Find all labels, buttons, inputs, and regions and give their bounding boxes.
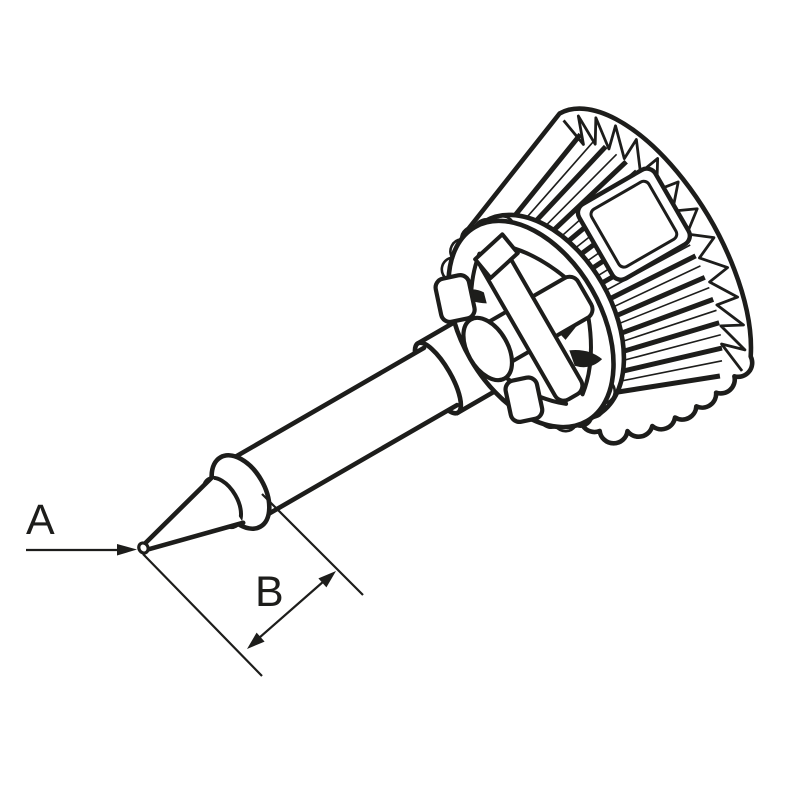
bayonet-wing-lower xyxy=(503,375,545,424)
sleeve-bottom-edge xyxy=(245,402,460,528)
clamp-flange xyxy=(433,212,627,433)
dimension-b-label: B xyxy=(255,568,284,616)
dimension-b: B xyxy=(142,493,364,677)
cone-bottom-edge xyxy=(143,520,246,553)
tip-cone-body xyxy=(143,477,244,551)
shaft-collar xyxy=(461,315,515,383)
flange-scallop-bottom xyxy=(541,382,617,433)
slot-shadow xyxy=(569,350,603,368)
dimension-b-arrowhead-upper xyxy=(318,571,336,588)
dimension-b-arrow-line xyxy=(250,573,333,646)
dimension-b-arrowhead-lower xyxy=(247,632,265,649)
dimension-a-arrowhead xyxy=(117,544,137,556)
dimension-b-extension-2 xyxy=(261,493,364,596)
cap-window-outer xyxy=(575,166,693,282)
dimension-a-label: A xyxy=(26,496,55,544)
cone-top-edge xyxy=(140,474,215,548)
cap-window-inner xyxy=(589,179,679,269)
sleeve-top-edge xyxy=(212,345,427,471)
tip-point xyxy=(137,541,150,555)
bayonet-wing-upper xyxy=(433,273,477,325)
dimension-b-extension-1 xyxy=(142,553,263,677)
dimension-a: A xyxy=(26,496,137,556)
clamp-top-tab xyxy=(473,232,520,281)
tip-sleeve-body xyxy=(215,347,458,526)
